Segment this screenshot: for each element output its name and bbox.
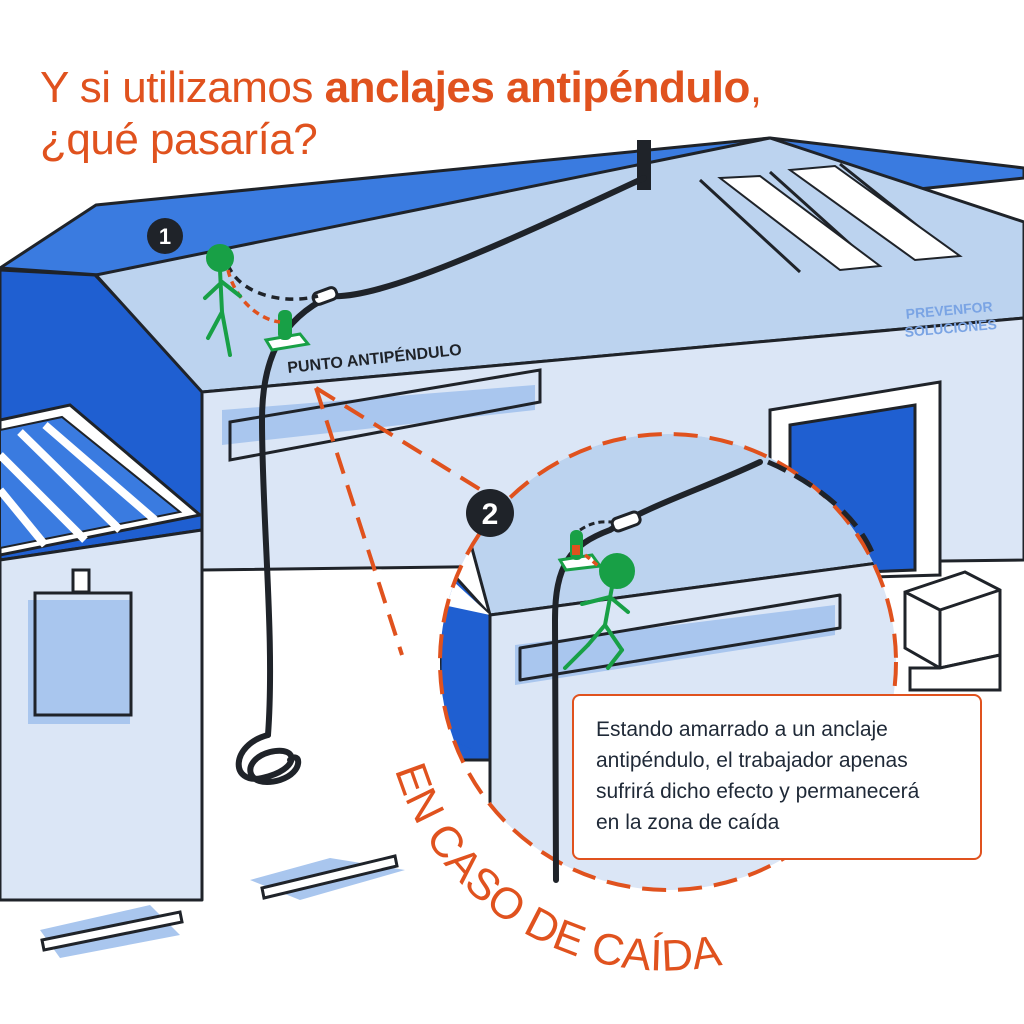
- zoom-lifeline: [551, 459, 763, 883]
- step-2-badge: 2: [466, 489, 514, 537]
- worker-2: [563, 553, 635, 670]
- lanyard-orange: [226, 269, 281, 324]
- note-line-2: antipéndulo, el trabajador apenas: [596, 749, 908, 772]
- zoom-dashed-guide: [767, 459, 878, 561]
- roof-skylights: [698, 162, 963, 274]
- stacked-boxes: [903, 570, 1002, 692]
- lanyard-dashed: [226, 264, 319, 301]
- title-line1-bold: anclajes antipéndulo: [324, 63, 751, 112]
- note-line-1: Estando amarrado a un anclaje: [596, 718, 888, 741]
- step-1-number: 1: [159, 224, 171, 249]
- step-2-number: 2: [482, 498, 499, 531]
- note-line-4: en la zona de caída: [596, 811, 780, 834]
- brand-line-1: PREVENFOR: [905, 298, 993, 322]
- worker-1: [203, 244, 242, 357]
- explanation-note: Estando amarrado a un anclaje antipéndul…: [572, 694, 982, 860]
- title-line2: ¿qué pasaría?: [40, 115, 318, 164]
- brand-mark: PREVENFOR SOLUCIONES: [904, 298, 998, 340]
- wall-windows: [28, 368, 542, 724]
- note-line-3: sufrirá dicho efecto y permanecerá: [596, 780, 920, 803]
- rope-coil: [235, 732, 302, 785]
- page-title: Y si utilizamos anclajes antipéndulo, ¿qu…: [40, 62, 762, 166]
- title-line1-end: ,: [749, 63, 762, 112]
- ground-marks: [40, 854, 405, 958]
- step-1-badge: 1: [147, 218, 183, 254]
- title-line1-start: Y si utilizamos: [40, 63, 325, 112]
- anchor-device: [263, 286, 339, 352]
- solar-roof: [0, 403, 204, 557]
- zoom-lanyard: [579, 520, 613, 532]
